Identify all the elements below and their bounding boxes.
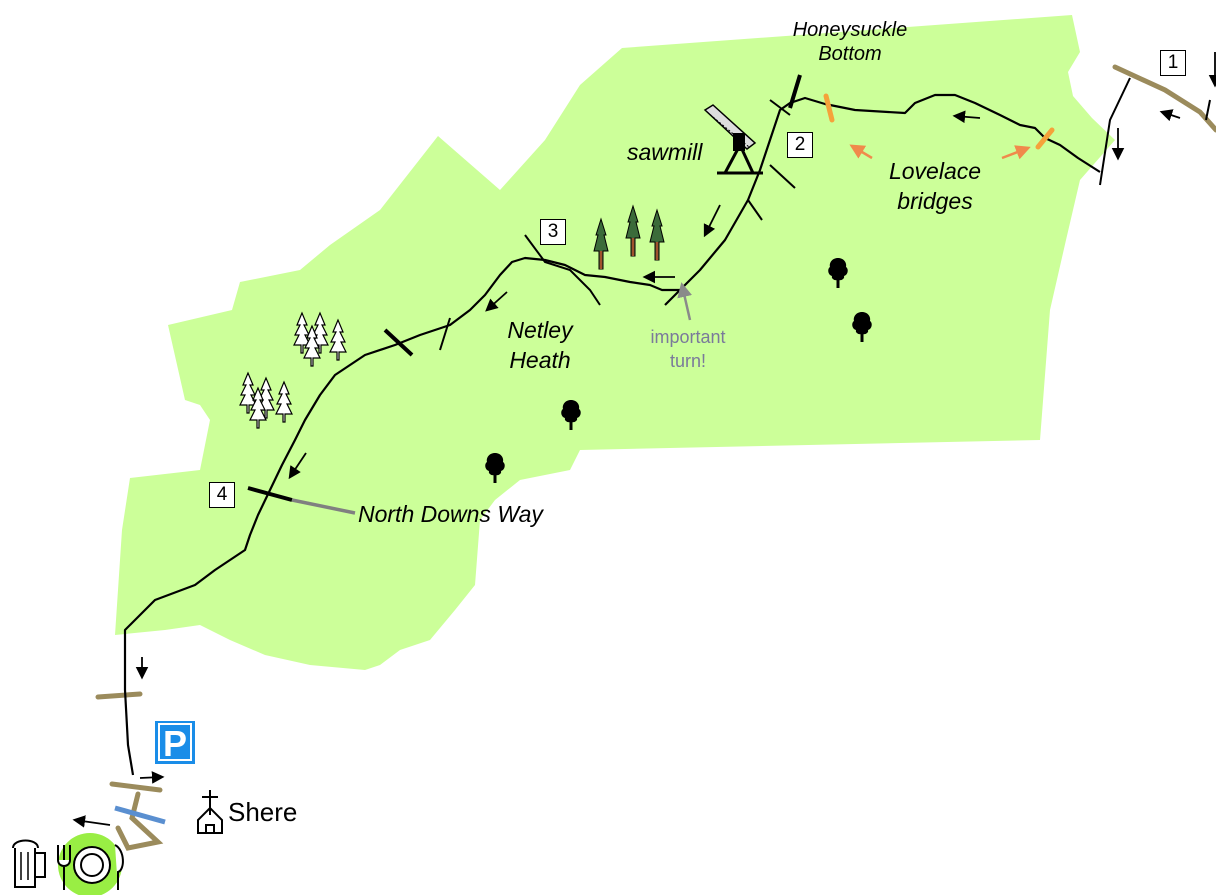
turn-pointer-arrow <box>677 282 692 321</box>
lovelace-bridges <box>823 93 1055 150</box>
waypoint-1: 1 <box>1160 50 1186 76</box>
bridge-west <box>823 93 835 123</box>
north-downs-way-path <box>291 498 356 515</box>
waypoint-4: 4 <box>209 482 235 508</box>
label-shere: Shere <box>228 797 298 827</box>
label-important-turn: important turn! <box>650 327 726 371</box>
road-north-east <box>1112 64 1216 133</box>
waypoint-2: 2 <box>787 132 813 158</box>
annotation-arrow-west <box>849 144 873 160</box>
parking-icon: P <box>153 719 197 766</box>
label-sawmill: sawmill <box>627 139 703 165</box>
route-start <box>1099 77 1131 186</box>
label-netley-heath: Netley Heath <box>507 317 573 373</box>
restaurant-icon <box>57 844 124 890</box>
label-north-downs-way: North Downs Way <box>358 501 543 527</box>
waypoint-3: 3 <box>540 219 566 245</box>
stream <box>114 805 166 825</box>
route-start-east <box>1205 99 1211 121</box>
woodland-area <box>115 15 1115 670</box>
bridge-east <box>1035 127 1055 150</box>
walk-route <box>123 93 1101 776</box>
direction-arrows <box>72 52 1216 828</box>
annotation-arrow-east <box>1001 145 1031 160</box>
church-icon <box>197 790 223 834</box>
road-shere <box>109 781 164 851</box>
label-lovelace-bridges: Lovelace bridges <box>888 158 982 214</box>
label-honeysuckle-bottom: Honeysuckle Bottom <box>792 19 908 65</box>
north-downs-way-crossing <box>247 486 293 502</box>
sawmill-icon <box>703 104 763 175</box>
road-crossing-south <box>95 691 143 700</box>
roads <box>95 64 1216 851</box>
path-branches <box>383 74 802 357</box>
